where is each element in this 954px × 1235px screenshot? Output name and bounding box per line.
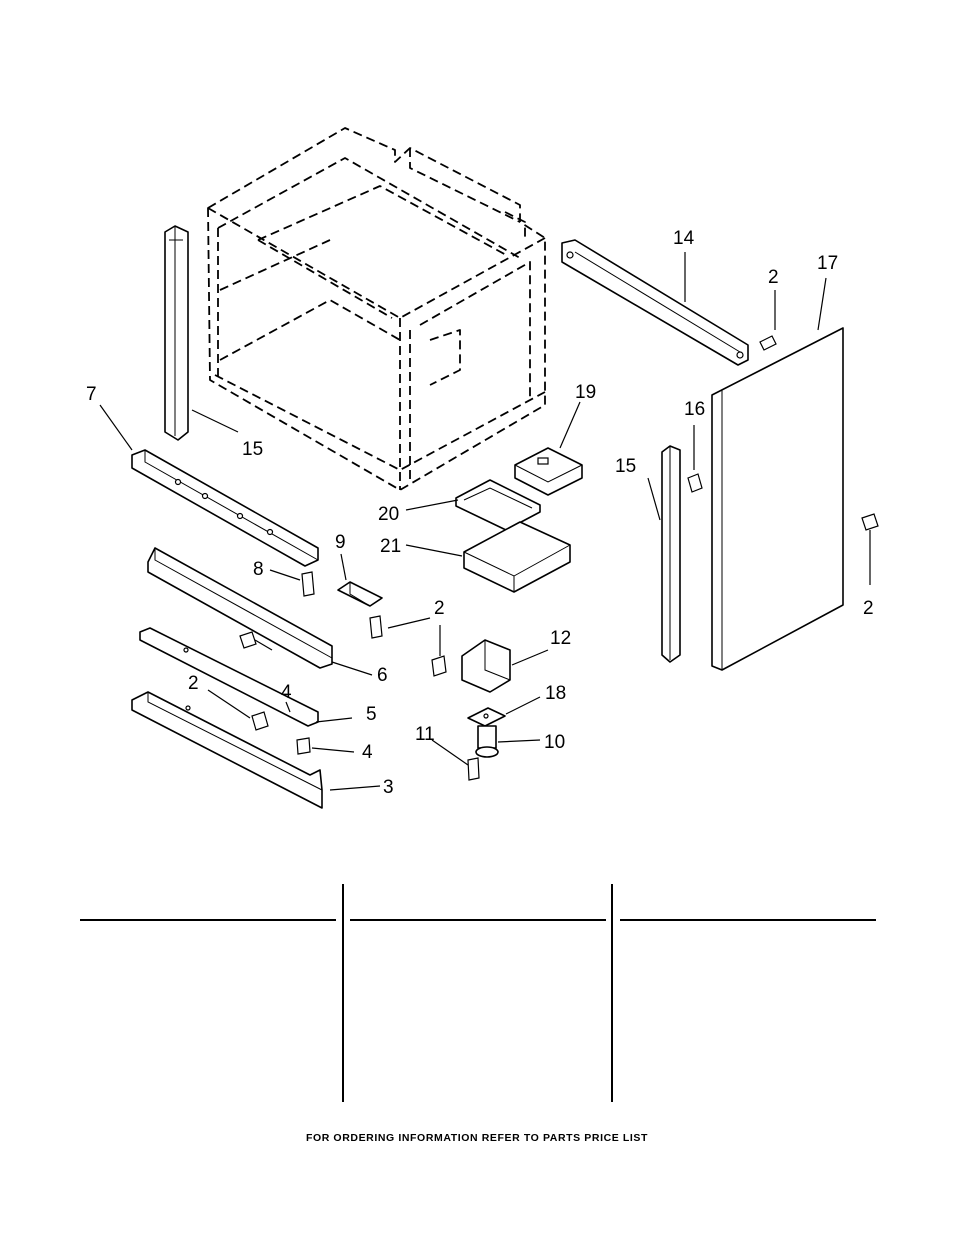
part-15-right-rail <box>661 445 681 663</box>
table-column-3 <box>620 880 876 1100</box>
part-3-base-strip <box>131 691 323 809</box>
part-21-box-tray <box>463 521 571 593</box>
callout-2-right: 2 <box>863 598 874 619</box>
callout-19: 19 <box>575 382 596 403</box>
part-15-left-rail <box>164 225 189 441</box>
column-header-rule-1 <box>80 919 336 921</box>
leader-lines <box>99 252 871 791</box>
parts-exploded-diagram: 7 15 14 2 17 16 15 2 19 20 21 9 8 2 12 6… <box>86 127 879 809</box>
callout-2-lower: 2 <box>188 673 199 694</box>
callout-12: 12 <box>550 628 571 649</box>
callout-4-lower: 4 <box>362 742 373 763</box>
column-header-rule-2 <box>350 919 606 921</box>
callout-11: 11 <box>415 724 435 745</box>
column-header-rule-3 <box>620 919 876 921</box>
part-6-trim <box>147 547 333 669</box>
part-20-tray <box>455 479 541 531</box>
callout-2-top: 2 <box>768 267 779 288</box>
oven-cavity-phantom <box>207 127 546 491</box>
callout-labels: 7 15 14 2 17 16 15 2 19 20 21 9 8 2 12 6… <box>86 228 874 798</box>
part-19-bracket <box>514 447 583 496</box>
callout-15-right: 15 <box>615 456 636 477</box>
callout-5: 5 <box>366 704 377 725</box>
callout-20: 20 <box>378 504 399 525</box>
part-17-side-panel <box>711 327 844 671</box>
callout-10: 10 <box>544 732 565 753</box>
part-10-leveler <box>475 725 499 758</box>
part-9-clip <box>337 581 383 607</box>
screws <box>239 335 879 781</box>
callout-2-mid: 2 <box>434 598 445 619</box>
callout-14: 14 <box>673 228 695 249</box>
callout-6: 6 <box>377 665 388 686</box>
part-18-leg-plate <box>467 707 506 727</box>
callout-17: 17 <box>817 253 838 274</box>
callout-9: 9 <box>335 532 346 553</box>
ordering-info-note: FOR ORDERING INFORMATION REFER TO PARTS … <box>305 1132 649 1144</box>
callout-4-upper: 4 <box>281 682 292 703</box>
callout-21: 21 <box>380 536 401 557</box>
part-14-strap <box>561 239 749 366</box>
table-column-1 <box>80 880 336 1100</box>
callout-18: 18 <box>545 683 566 704</box>
part-7-front-rail <box>131 449 319 567</box>
callout-8: 8 <box>253 559 264 580</box>
callout-3: 3 <box>383 777 394 798</box>
column-divider-2 <box>611 884 613 1102</box>
part-12-bracket <box>461 639 511 693</box>
callout-15-left: 15 <box>242 439 263 460</box>
callout-7: 7 <box>86 384 97 405</box>
table-column-2 <box>350 880 606 1100</box>
column-divider-1 <box>342 884 344 1102</box>
callout-16: 16 <box>684 399 705 420</box>
